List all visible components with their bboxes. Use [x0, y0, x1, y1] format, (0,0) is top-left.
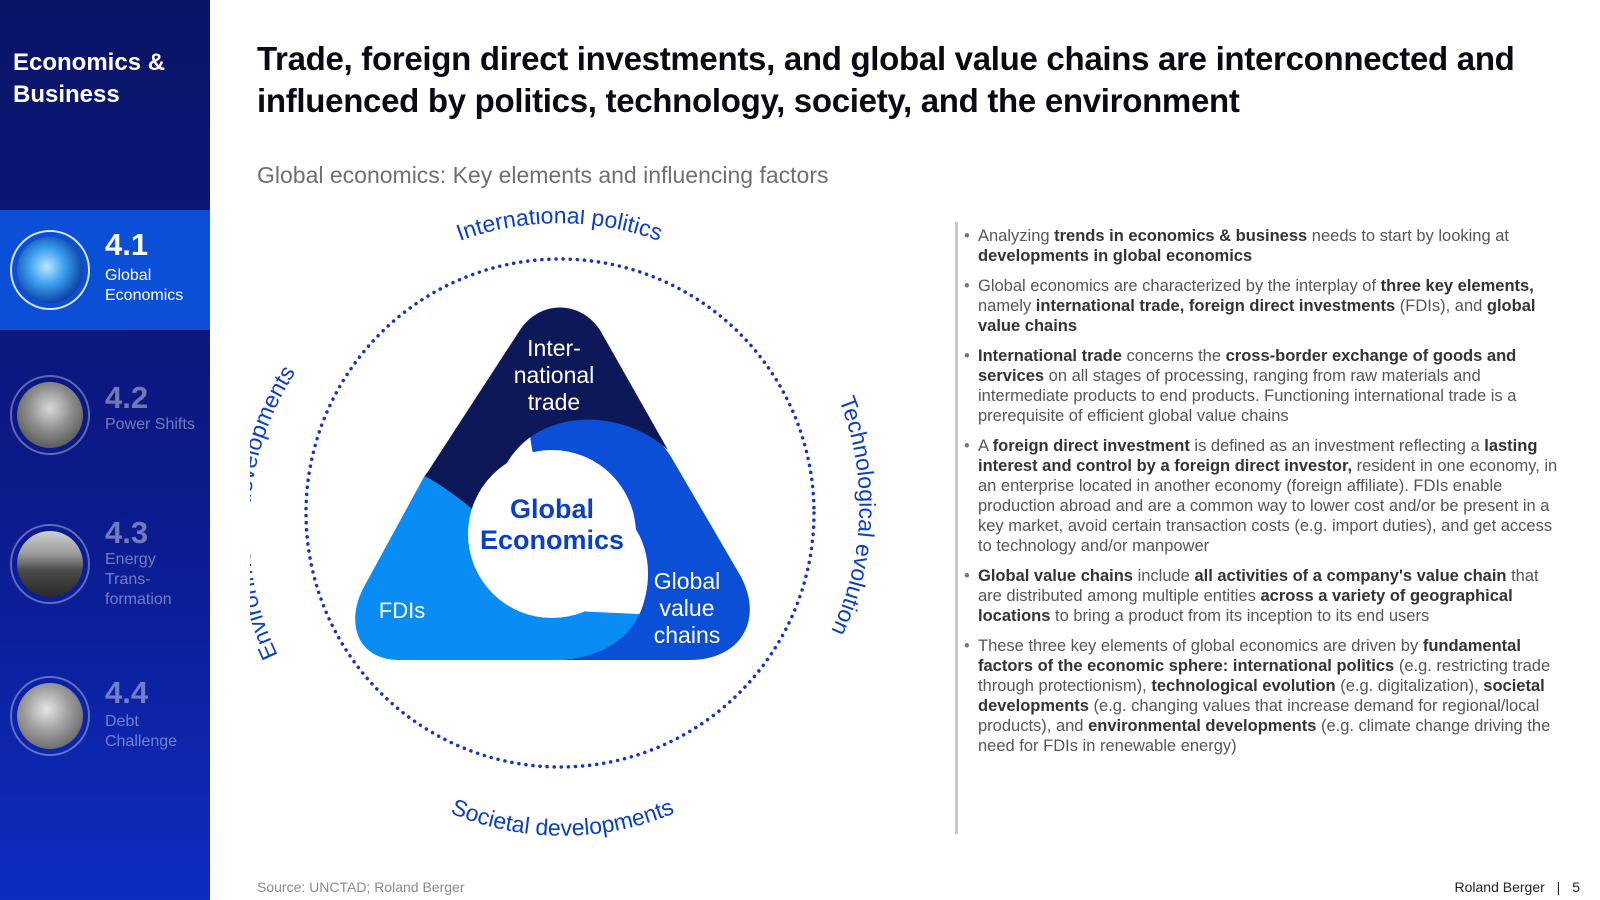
- bullet-bold-text: three key elements,: [1380, 277, 1534, 295]
- bullet-text: to bring a product from its inception to…: [1050, 607, 1430, 625]
- bullet-text: needs to start by looking at: [1307, 227, 1510, 245]
- coins-thumbnail: [10, 676, 90, 756]
- global-value-chains-label-line-2: value: [660, 595, 715, 621]
- bullet-bold-text: cross-border exchange of goods and servi…: [978, 347, 1517, 385]
- bullet-item: Analyzing trends in economics & business…: [964, 226, 1565, 266]
- bullet-bold-text: all activities of a company's value chai…: [1194, 567, 1507, 585]
- bullet-item: Global value chains include all activiti…: [964, 566, 1565, 626]
- page-subtitle: Global economics: Key elements and influ…: [257, 162, 829, 188]
- chapter-item-debt-challenge[interactable]: 4.4 Debt Challenge: [0, 668, 210, 788]
- bullet-text: Global economics are characterized by th…: [978, 277, 1381, 295]
- brand-name: Roland Berger: [1454, 879, 1545, 895]
- bullet-text: (e.g. changing values that increase dema…: [978, 697, 1540, 735]
- dotted-ring: [304, 257, 816, 769]
- international-trade-label-line-2: national: [514, 362, 595, 388]
- chapter-name: Debt Challenge: [105, 713, 178, 750]
- chapter-item-energy-transformation[interactable]: 4.3 Energy Trans-formation: [0, 510, 210, 630]
- international-trade-label-line-3: trade: [528, 389, 580, 415]
- bullet-text: A: [978, 437, 993, 455]
- bullet-bold-text: developments in global economics: [978, 247, 1253, 265]
- fdis-label: FDIs: [379, 598, 425, 623]
- globe-thumbnail: [10, 230, 90, 310]
- label-technological-evolution: Technological evolution: [826, 393, 880, 640]
- international-trade-label-line-1: Inter-: [527, 335, 581, 361]
- label-international-politics: International politics: [453, 210, 666, 246]
- global-value-chains-label-line-1: Global: [654, 568, 720, 594]
- bullet-bold-text: across a variety of geographical locatio…: [978, 587, 1513, 625]
- sidebar: Economics & Business 4.1 Global Economic…: [0, 0, 210, 900]
- bullet-bold-text: trends in economics & business: [1054, 227, 1308, 245]
- bullet-bold-text: fundamental factors of the economic sphe…: [978, 637, 1521, 675]
- bullet-item: A foreign direct investment is defined a…: [964, 436, 1565, 556]
- segment-international-trade: [425, 307, 668, 530]
- bullet-text: These three key elements of global econo…: [978, 637, 1423, 655]
- chapter-name: Global Economics: [105, 267, 184, 304]
- bullet-text: that are distributed among multiple enti…: [978, 567, 1539, 605]
- page-number: 5: [1572, 879, 1580, 895]
- bullet-bold-text: Global value chains: [978, 567, 1133, 585]
- bullet-text: include: [1132, 567, 1195, 585]
- bullet-text: concerns the: [1121, 347, 1226, 365]
- bullet-bold-text: societal developments: [978, 677, 1545, 715]
- bullet-bold-text: environmental developments: [1088, 717, 1317, 735]
- bullet-list: Analyzing trends in economics & business…: [955, 222, 1565, 834]
- section-title: Economics & Business: [13, 49, 166, 108]
- bullet-item: International trade concerns the cross-b…: [964, 346, 1565, 426]
- chess-thumbnail: [10, 375, 90, 455]
- center-circle: [468, 450, 636, 618]
- global-economics-diagram: Global Economics Inter- national trade F…: [250, 210, 880, 840]
- bullet-item: Global economics are characterized by th…: [964, 276, 1565, 336]
- chapter-number: 4.3: [105, 515, 149, 550]
- global-value-chains-label-line-3: chains: [654, 622, 720, 648]
- bullet-text: (e.g. digitalization),: [1335, 677, 1484, 695]
- footer-brand: Roland Berger | 5: [1455, 879, 1581, 895]
- bullet-bold-text: technological evolution: [1151, 677, 1336, 695]
- bullet-text: (FDIs), and: [1395, 297, 1487, 315]
- footer-separator: |: [1556, 879, 1561, 895]
- center-label-line-2: Economics: [480, 525, 624, 555]
- source-note: Source: UNCTAD; Roland Berger: [257, 879, 465, 895]
- bullet-bold-text: International trade: [978, 347, 1122, 365]
- bullet-text: (e.g. restricting trade through protecti…: [978, 657, 1551, 695]
- chapter-number: 4.4: [105, 675, 149, 710]
- label-environmental-developments: Environmental developments: [250, 361, 300, 664]
- bullet-bold-text: global value chains: [978, 297, 1536, 335]
- bullet-text: resident in one economy, in an enterpris…: [978, 457, 1558, 555]
- center-label-line-1: Global: [510, 494, 594, 524]
- bullet-text: namely: [978, 297, 1036, 315]
- solar-panel-thumbnail: [10, 524, 90, 604]
- chapter-item-global-economics[interactable]: 4.1 Global Economics: [0, 210, 210, 330]
- chapter-name: Power Shifts: [105, 416, 195, 433]
- bullet-text: (e.g. climate change driving the need fo…: [978, 717, 1551, 755]
- bullet-item: These three key elements of global econo…: [964, 636, 1565, 756]
- label-societal-developments: Societal developments: [448, 793, 677, 840]
- bullet-bold-text: international trade, foreign direct inve…: [1035, 297, 1396, 315]
- chapter-number: 4.2: [105, 380, 149, 415]
- bullet-text: Analyzing: [978, 227, 1055, 245]
- page-title: Trade, foreign direct investments, and g…: [257, 40, 1515, 119]
- chapter-item-power-shifts[interactable]: 4.2 Power Shifts: [0, 365, 210, 485]
- chapter-name: Energy Trans-formation: [105, 551, 172, 608]
- chapter-number: 4.1: [105, 227, 149, 262]
- bullet-bold-text: lasting interest and control by a foreig…: [978, 437, 1538, 475]
- bullet-bold-text: foreign direct investment: [992, 437, 1190, 455]
- bullet-text: on all stages of processing, ranging fro…: [978, 367, 1517, 425]
- bullet-text: is defined as an investment reflecting a: [1189, 437, 1485, 455]
